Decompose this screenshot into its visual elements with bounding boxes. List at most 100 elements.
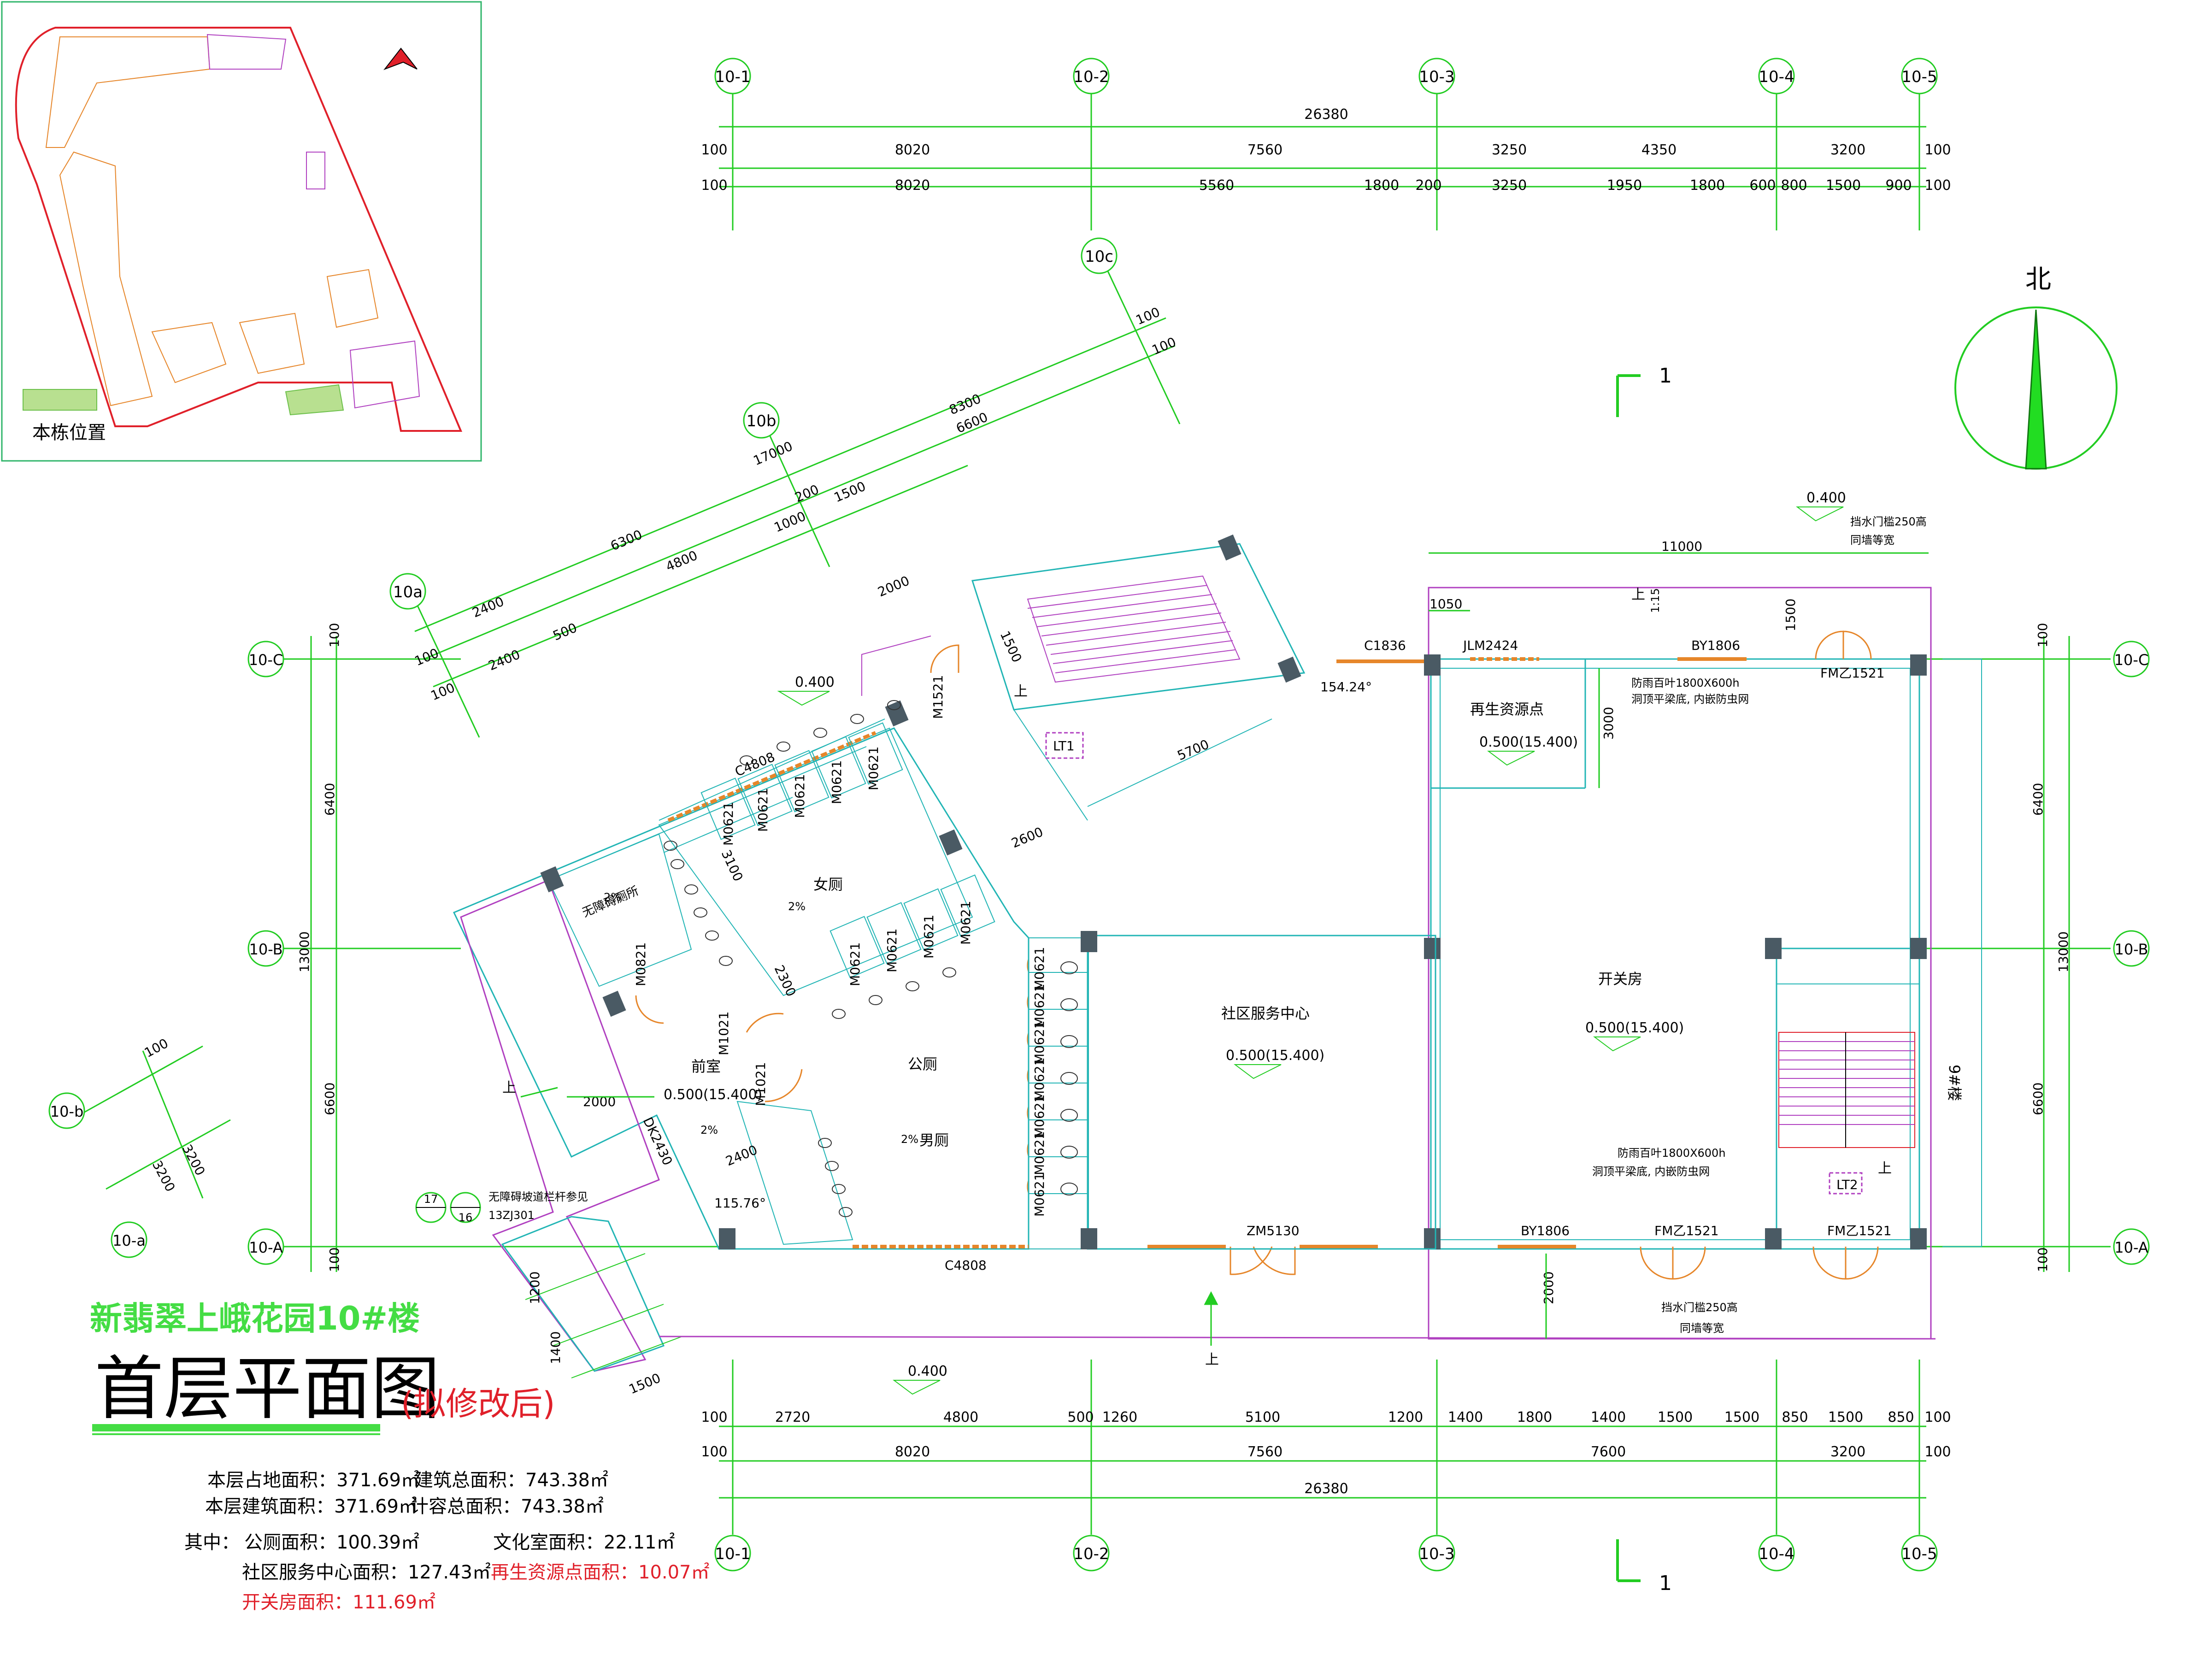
note-up-ramp: 上 — [502, 1080, 516, 1096]
axis-top-5: 10-5 — [1901, 68, 1937, 86]
lower-left-axis: 10-b 10-a 100 3200 3200 — [48, 1036, 231, 1258]
room-neighbor: 9#楼 — [1946, 1065, 1963, 1101]
note-ramp-num-b: 16 — [459, 1211, 473, 1224]
dim-right-3: 6600 — [2030, 1083, 2046, 1115]
site-building-c — [59, 151, 153, 406]
door-labels: C1836 JLM2424 BY1806 FM乙1521 M1521 C4808… — [633, 638, 1892, 1273]
door-m0621-p: M0621 — [1032, 1173, 1047, 1217]
dim-bot-r1-0: 100 — [701, 1409, 727, 1425]
level-4: 0.500(15.400) — [1585, 1020, 1684, 1036]
axis-left-b: 10-B — [249, 941, 282, 958]
dim-misc-7: 2400 — [724, 1142, 759, 1169]
dim-top-r2-10: 1500 — [1826, 177, 1861, 194]
door-m0621-e: M0621 — [866, 747, 881, 790]
dim-bot-r1-11: 1500 — [1724, 1409, 1759, 1425]
door-m1021-b: M1021 — [753, 1062, 768, 1106]
top-dimension-group — [719, 92, 1926, 230]
title-underline-thin — [92, 1433, 380, 1435]
dim-skew-6: 200 — [793, 482, 821, 505]
dim-top-r1-4: 4350 — [1641, 142, 1677, 158]
dim-bot-r1-8: 1800 — [1517, 1409, 1552, 1425]
area-recycle-point: 再生资源点面积：10.07㎡ — [491, 1562, 710, 1583]
dim-left-2: 13000 — [297, 931, 312, 972]
dim-misc-5: 2300 — [771, 963, 799, 999]
note-up-entry: 上 — [1205, 1352, 1219, 1368]
door-m1021-a: M1021 — [716, 1012, 731, 1055]
room-recycle: 再生资源点 — [1470, 701, 1544, 718]
this-building-highlight — [285, 384, 344, 416]
dim-bot-r1-3: 500 — [1067, 1409, 1094, 1425]
note-louver-3: 防雨百叶1800X600h — [1618, 1147, 1726, 1160]
title-underline — [92, 1424, 380, 1431]
axis-skew-b: 10b — [747, 412, 777, 430]
side-dimension-text: 100 6400 13000 6600 100 100 6400 13000 6… — [297, 623, 2071, 1272]
dim-top-r1-5: 3200 — [1830, 142, 1865, 158]
bottom-dimension-text: 100 2720 4800 500 1260 5100 1200 1400 18… — [701, 1409, 1951, 1497]
door-m0821: M0821 — [633, 942, 648, 986]
dim-misc-10: 3000 — [1601, 707, 1616, 740]
door-fm1521-bottom-b: FM乙1521 — [1827, 1223, 1892, 1238]
dim-top-total: 26380 — [1304, 106, 1348, 123]
note-louver-2: 洞顶平梁底, 内嵌防虫网 — [1631, 693, 1749, 706]
door-c4808-upper: C4808 — [733, 749, 777, 780]
building-right — [1147, 587, 1982, 1340]
note-up-top: 上 — [1631, 587, 1645, 603]
dim-bot-r2-5: 100 — [1924, 1444, 1951, 1460]
note-ramp-1: 无障碍坡道栏杆参见 — [488, 1190, 588, 1203]
room-public: 公厕 — [908, 1055, 937, 1073]
axis-lower-a: 10-a — [112, 1232, 146, 1249]
level-1: 0.400 — [795, 674, 835, 690]
door-fm1521-top: FM乙1521 — [1820, 665, 1885, 681]
door-m0621-i: M0621 — [958, 901, 973, 945]
site-building-e — [239, 312, 305, 374]
dim-bottom-total: 26380 — [1304, 1481, 1348, 1497]
section-mark-bottom: 1 — [1659, 1572, 1672, 1595]
note-up-stair1: 上 — [1014, 683, 1028, 700]
area-culture-room: 文化室面积：22.11㎡ — [493, 1532, 675, 1553]
area-floor-building: 本层建筑面积：371.69㎡ — [205, 1496, 417, 1517]
top-dimension-text: 26380 100 8020 7560 3250 4350 3200 100 1… — [701, 106, 1951, 194]
skew-dimension-lines — [409, 267, 1181, 738]
dim-skew-7: 1500 — [832, 478, 868, 505]
dim-misc-8: 1050 — [1430, 596, 1462, 612]
door-m0621-m: M0621 — [1032, 1058, 1047, 1101]
dim-skew-13: 100 — [412, 645, 441, 669]
dim-skew-0: 100 — [1134, 304, 1162, 328]
notes: 防雨百叶1800X600h 洞顶平梁底, 内嵌防虫网 防雨百叶1800X600h… — [415, 515, 1927, 1368]
note-up-stair2: 上 — [1878, 1160, 1892, 1177]
bottom-dimension-group — [719, 1360, 1926, 1535]
dim-skew-10: 2400 — [470, 594, 506, 620]
note-louver-4: 洞顶平梁底, 内嵌防虫网 — [1592, 1165, 1710, 1178]
area-switch-room: 开关房面积：111.69㎡ — [242, 1592, 435, 1613]
door-m0621-o: M0621 — [1032, 1131, 1047, 1175]
dim-bot-r1-14: 850 — [1888, 1409, 1914, 1425]
dim-misc-4: 3100 — [718, 848, 746, 884]
dim-misc-13: 1200 — [527, 1272, 542, 1304]
top-axis-bubbles: 10-1 10-2 10-3 10-4 10-5 — [714, 58, 1938, 94]
room-front: 前室 — [691, 1058, 721, 1075]
site-building-f — [326, 269, 379, 328]
door-m0621-g: M0621 — [884, 929, 900, 972]
dim-top-r2-6: 1950 — [1607, 177, 1642, 194]
dim-misc-2: 5700 — [1175, 736, 1211, 763]
note-louver-1: 防雨百叶1800X600h — [1631, 677, 1740, 689]
dim-bot-r1-9: 1400 — [1591, 1409, 1626, 1425]
dim-left-0: 100 — [327, 623, 342, 648]
dim-bot-r2-4: 3200 — [1830, 1444, 1865, 1460]
dim-right-0: 100 — [2035, 623, 2050, 648]
note-slope-a: 2% — [604, 891, 621, 904]
room-service-center: 社区服务中心 — [1221, 1005, 1310, 1022]
dim-misc-0: 2000 — [876, 573, 912, 600]
dim-bot-r1-6: 1200 — [1388, 1409, 1423, 1425]
note-angle-b: 115.76° — [714, 1195, 766, 1211]
note-threshold-4: 同墙等宽 — [1680, 1322, 1724, 1335]
dim-top-r2-5: 3250 — [1492, 177, 1527, 194]
door-fm1521-bottom-a: FM乙1521 — [1654, 1223, 1719, 1238]
site-building-h — [349, 340, 420, 409]
note-ramp-num-a: 17 — [424, 1193, 438, 1206]
dim-top-r1-0: 100 — [701, 142, 727, 158]
building-left — [453, 534, 1306, 1372]
note-threshold-3: 挡水门槛250高 — [1661, 1301, 1738, 1314]
door-m0621-n: M0621 — [1032, 1095, 1047, 1138]
